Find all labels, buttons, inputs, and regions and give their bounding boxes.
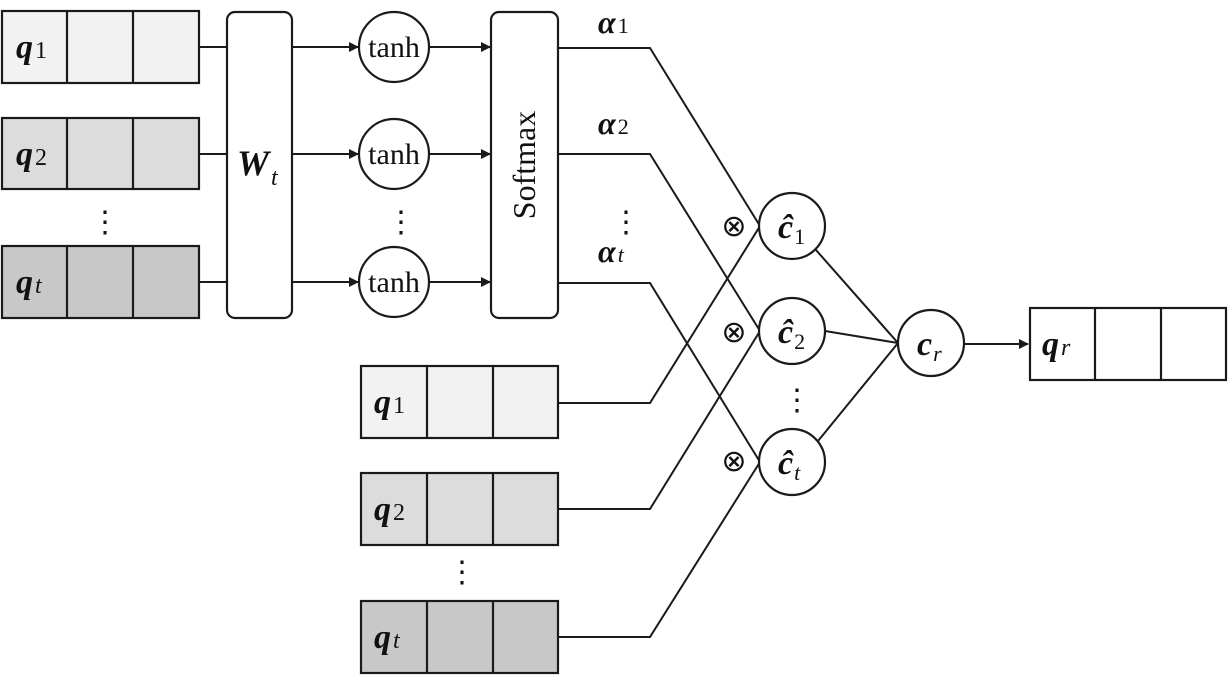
multiply-icon-2: ⊗ (721, 316, 746, 349)
ellipsis-bottom-inputs: ⋮ (447, 556, 477, 589)
svg-text:tanh: tanh (368, 266, 420, 299)
svg-text:tanh: tanh (368, 31, 420, 64)
svg-text:q1: q1 (374, 384, 405, 421)
ellipsis-top-inputs: ⋮ (90, 206, 120, 239)
ellipsis-tanh: ⋮ (386, 206, 416, 239)
input-vector-q2-top: q2 (0, 116, 201, 191)
combined-context-node: cr (896, 308, 966, 378)
weight-matrix-box: Wt (225, 10, 294, 320)
tanh-node-2: tanh (357, 117, 431, 191)
svg-text:tanh: tanh (368, 138, 420, 171)
svg-text:Softmax: Softmax (506, 111, 542, 219)
svg-text:qt: qt (374, 619, 401, 656)
alpha-t-label: αt (598, 233, 625, 269)
output-vector-qr: qr (1028, 306, 1228, 382)
input-vector-qt-bottom: qt (359, 599, 560, 675)
tanh-node-1: tanh (357, 10, 431, 84)
svg-text:ĉt: ĉt (778, 445, 801, 485)
svg-text:q1: q1 (16, 29, 47, 66)
svg-text:q2: q2 (16, 136, 47, 173)
ellipsis-context: ⋮ (782, 384, 812, 417)
context-node-t: ĉt (757, 427, 827, 497)
svg-text:ĉ1: ĉ1 (778, 209, 805, 249)
softmax-box: Softmax (489, 10, 560, 320)
alpha-1-label: α1 (598, 4, 629, 40)
input-vector-q2-bottom: q2 (359, 471, 560, 547)
alpha-2-label: α2 (598, 105, 629, 141)
context-node-1: ĉ1 (757, 191, 827, 261)
input-vector-q1-bottom: q1 (359, 364, 560, 440)
tanh-node-t: tanh (357, 245, 431, 319)
svg-text:qt: qt (16, 264, 43, 301)
context-node-2: ĉ2 (757, 296, 827, 366)
svg-text:cr: cr (917, 326, 942, 366)
ellipsis-alpha: ⋮ (611, 206, 641, 239)
input-vector-q1-top: q1 (0, 9, 201, 85)
svg-text:q2: q2 (374, 491, 405, 528)
svg-text:ĉ2: ĉ2 (778, 314, 805, 354)
svg-text:qr: qr (1042, 326, 1071, 363)
svg-text:Wt: Wt (237, 143, 279, 191)
multiply-icon-t: ⊗ (721, 445, 746, 478)
multiply-icon-1: ⊗ (721, 210, 746, 243)
input-vector-qt-top: qt (0, 244, 201, 320)
